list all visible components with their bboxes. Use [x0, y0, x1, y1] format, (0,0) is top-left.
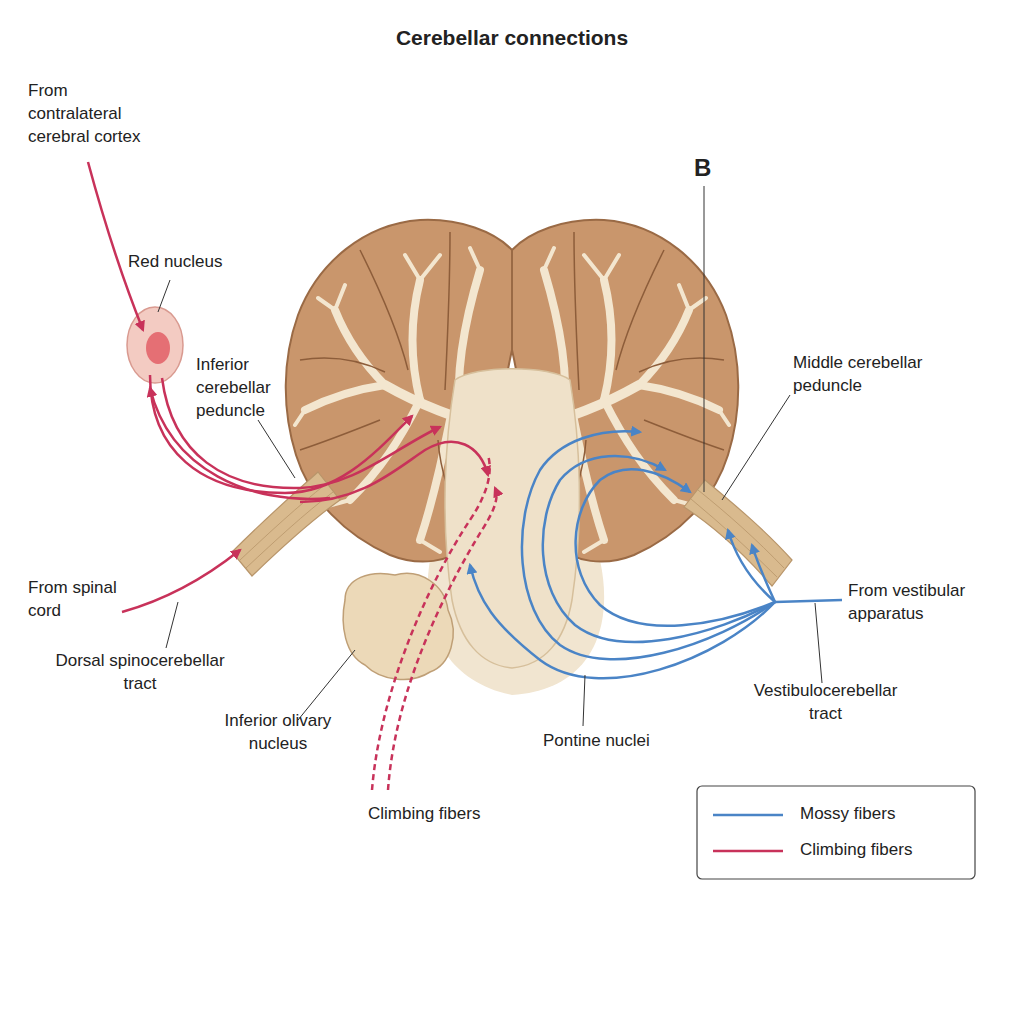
- leader-line: [583, 675, 585, 726]
- red-nucleus: [146, 332, 170, 364]
- climbing-fiber: [88, 162, 497, 790]
- part-label: From vestibular apparatus: [848, 580, 1013, 626]
- cerebellar-peduncle: [691, 490, 784, 577]
- legend-box: [697, 786, 975, 879]
- part-label: Inferior olivary nucleus: [203, 710, 353, 756]
- cerebellar-hemisphere: [639, 385, 719, 410]
- leader-line: [298, 650, 355, 720]
- cerebellar-hemisphere: [604, 280, 612, 400]
- cerebellar-hemisphere: [574, 232, 579, 390]
- mossy-fiber: [470, 431, 842, 678]
- cerebellar-hemisphere: [644, 420, 724, 450]
- cerebellar-hemisphere: [300, 420, 380, 450]
- diagram-title: Cerebellar connections: [0, 24, 1024, 52]
- cerebellar-hemisphere: [335, 310, 385, 385]
- leader-line: [704, 186, 705, 492]
- brainstem: [445, 369, 579, 668]
- part-label: From contralateral cerebral cortex: [28, 80, 158, 149]
- mossy-fiber: [522, 431, 775, 659]
- climbing-fiber: [388, 488, 497, 790]
- cerebellar-peduncle: [684, 480, 792, 586]
- red-nucleus: [127, 307, 183, 383]
- legend-label: Climbing fibers: [800, 839, 970, 862]
- legend-swatch: [713, 814, 783, 817]
- part-label: Middle cerebellar peduncle: [793, 352, 963, 398]
- climbing-fiber: [122, 550, 240, 612]
- olivary-nucleus: [343, 573, 453, 679]
- cerebellar-hemisphere: [639, 310, 689, 385]
- mossy-fiber: [543, 456, 775, 642]
- part-label: Dorsal spinocerebellar tract: [40, 650, 240, 696]
- leader-line: [258, 420, 295, 478]
- mossy-fiber: [775, 600, 842, 602]
- cerebellar-hemisphere: [413, 280, 421, 400]
- cerebellar-hemisphere: [445, 232, 450, 390]
- cerebellar-hemisphere: [360, 250, 408, 370]
- mossy-fiber: [752, 545, 775, 602]
- climbing-fiber: [372, 455, 490, 790]
- climbing-fiber: [300, 442, 488, 502]
- cerebellar-hemisphere: [604, 400, 674, 500]
- part-label: From spinal cord: [28, 577, 148, 623]
- leader-line: [158, 186, 822, 726]
- legend-swatch: [713, 850, 783, 853]
- cerebellar-hemisphere: [300, 358, 385, 372]
- climbing-fiber: [150, 375, 412, 493]
- cerebellar-hemisphere: [616, 250, 664, 370]
- part-label: Pontine nuclei: [543, 730, 683, 753]
- cerebellar-hemisphere: [639, 358, 724, 372]
- leader-line: [815, 603, 822, 683]
- part-label: Red nucleus: [128, 251, 248, 274]
- olivary-nucleus: [343, 573, 453, 679]
- leader-line: [166, 602, 178, 648]
- mossy-fiber: [728, 530, 775, 602]
- callout-letter: B: [694, 152, 734, 184]
- part-label: Inferior cerebellar peduncle: [196, 354, 296, 423]
- climbing-fiber: [88, 162, 143, 330]
- leader-line: [722, 395, 790, 500]
- brainstem: [445, 369, 579, 668]
- cerebellar-hemisphere: [305, 385, 385, 410]
- cerebellar-hemisphere: [350, 400, 420, 500]
- part-label: Vestibulocerebellar tract: [738, 680, 913, 726]
- leader-line: [158, 280, 170, 312]
- mossy-fiber: [576, 469, 775, 626]
- part-label: Climbing fibers: [368, 803, 528, 826]
- red-nucleus: [127, 307, 183, 383]
- legend-label: Mossy fibers: [800, 803, 970, 826]
